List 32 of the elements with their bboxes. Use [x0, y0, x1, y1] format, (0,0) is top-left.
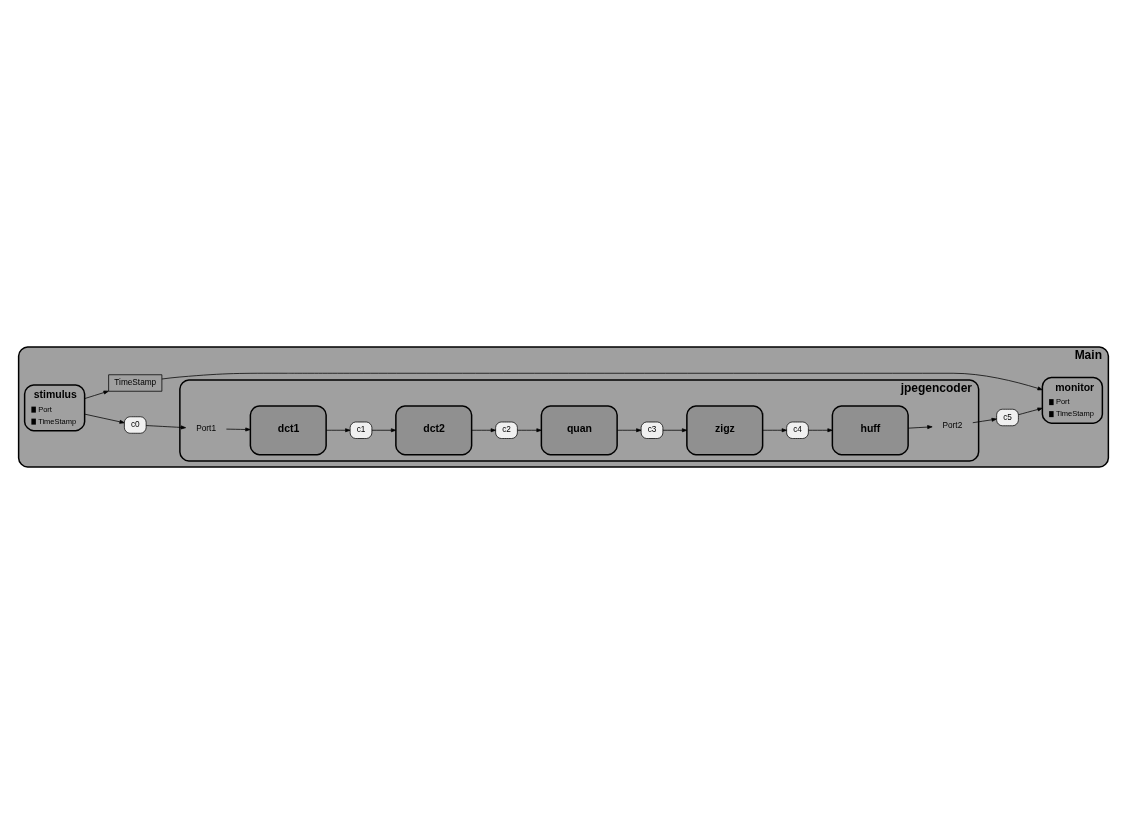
arrow [517, 427, 542, 432]
node-box: c2 [495, 421, 518, 439]
node-box: c3 [640, 421, 664, 439]
arrow [762, 427, 787, 432]
arrow [907, 424, 933, 429]
arrow [84, 390, 109, 399]
node-box: dct1 [249, 404, 327, 455]
node-box: c4 [786, 421, 809, 439]
arrow [325, 427, 351, 432]
arrow [972, 417, 997, 423]
arrow [161, 372, 1043, 390]
arrow [662, 427, 688, 432]
arrow [145, 424, 186, 429]
arrow [471, 427, 496, 432]
node-text: Port2 [942, 420, 963, 430]
node-box: c0 [124, 415, 147, 434]
arrow [616, 427, 642, 432]
node-box: monitor Port TimeStamp [1041, 376, 1104, 424]
node-box: stimulus Port TimeStamp [23, 383, 86, 431]
node-box: quan [540, 404, 618, 455]
node-box: dct2 [395, 404, 473, 455]
node-box: zigz [686, 404, 764, 455]
arrow [84, 413, 125, 424]
arrow [808, 427, 833, 432]
node-box: c5 [996, 408, 1019, 426]
arrow [226, 427, 251, 431]
arrow [371, 427, 397, 432]
node-box: TimeStamp [108, 373, 163, 392]
arrow [1018, 407, 1043, 415]
node-text: Port1 [196, 423, 216, 433]
node-box: huff [831, 404, 909, 455]
node-box: c1 [349, 421, 373, 439]
